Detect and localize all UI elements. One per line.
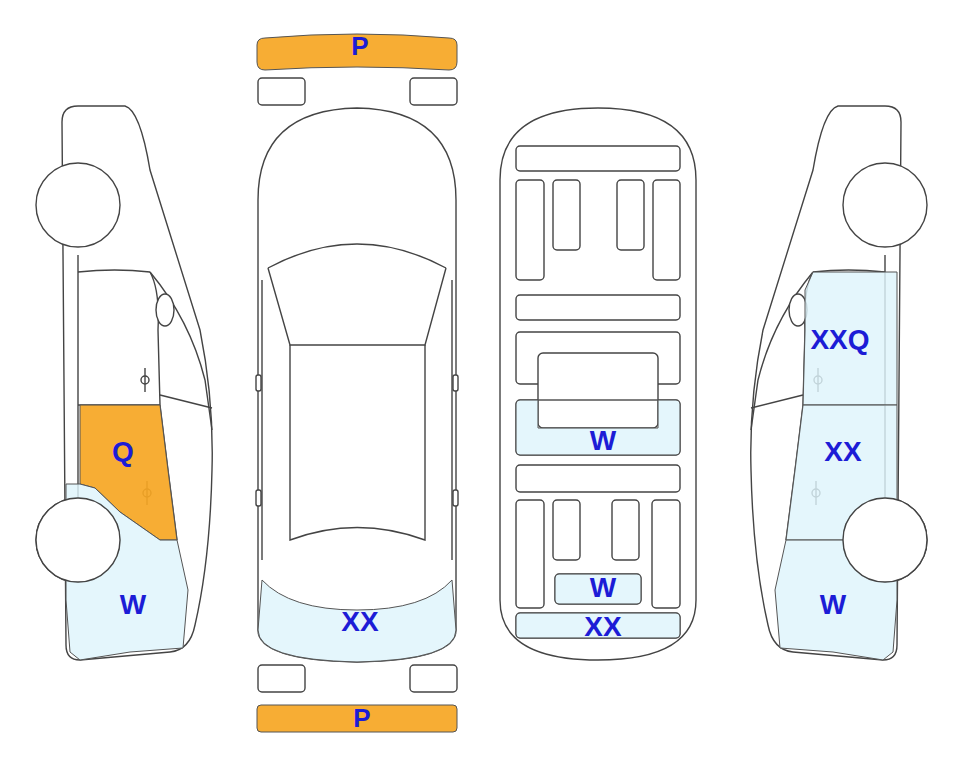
damage-code: W	[590, 574, 616, 602]
region-shape	[555, 574, 641, 604]
region-shape	[257, 705, 457, 732]
region-shape	[803, 272, 897, 405]
left-side-view	[36, 106, 212, 660]
damage-code: XX	[824, 438, 861, 466]
damage-region: XX	[516, 613, 680, 638]
right-side-view	[751, 106, 927, 660]
damage-code: P	[353, 705, 370, 731]
damage-code: P	[351, 33, 368, 59]
wheel	[843, 498, 927, 582]
damage-code: W	[590, 427, 616, 455]
damage-region: W	[555, 574, 641, 604]
left-rear-quarter	[66, 484, 188, 660]
wheel	[36, 498, 120, 582]
damage-region: W	[516, 400, 680, 455]
damage-code: XX	[341, 608, 378, 636]
damage-region: W	[775, 540, 897, 660]
damage-region: XX	[258, 578, 456, 662]
region-shape	[516, 400, 680, 455]
top-view	[256, 78, 458, 692]
damage-code: XX	[584, 613, 621, 641]
damage-region: P	[257, 705, 457, 732]
region-shape	[257, 34, 457, 70]
damage-code: XXQ	[810, 326, 869, 354]
region-shape	[258, 580, 456, 662]
damage-code: Q	[112, 438, 134, 466]
damage-region: P	[257, 30, 457, 71]
underside-view	[500, 108, 696, 660]
damage-region: XXQ	[803, 272, 897, 405]
damage-code: W	[820, 591, 846, 619]
damage-code: W	[120, 591, 146, 619]
damage-region: W	[66, 484, 188, 660]
